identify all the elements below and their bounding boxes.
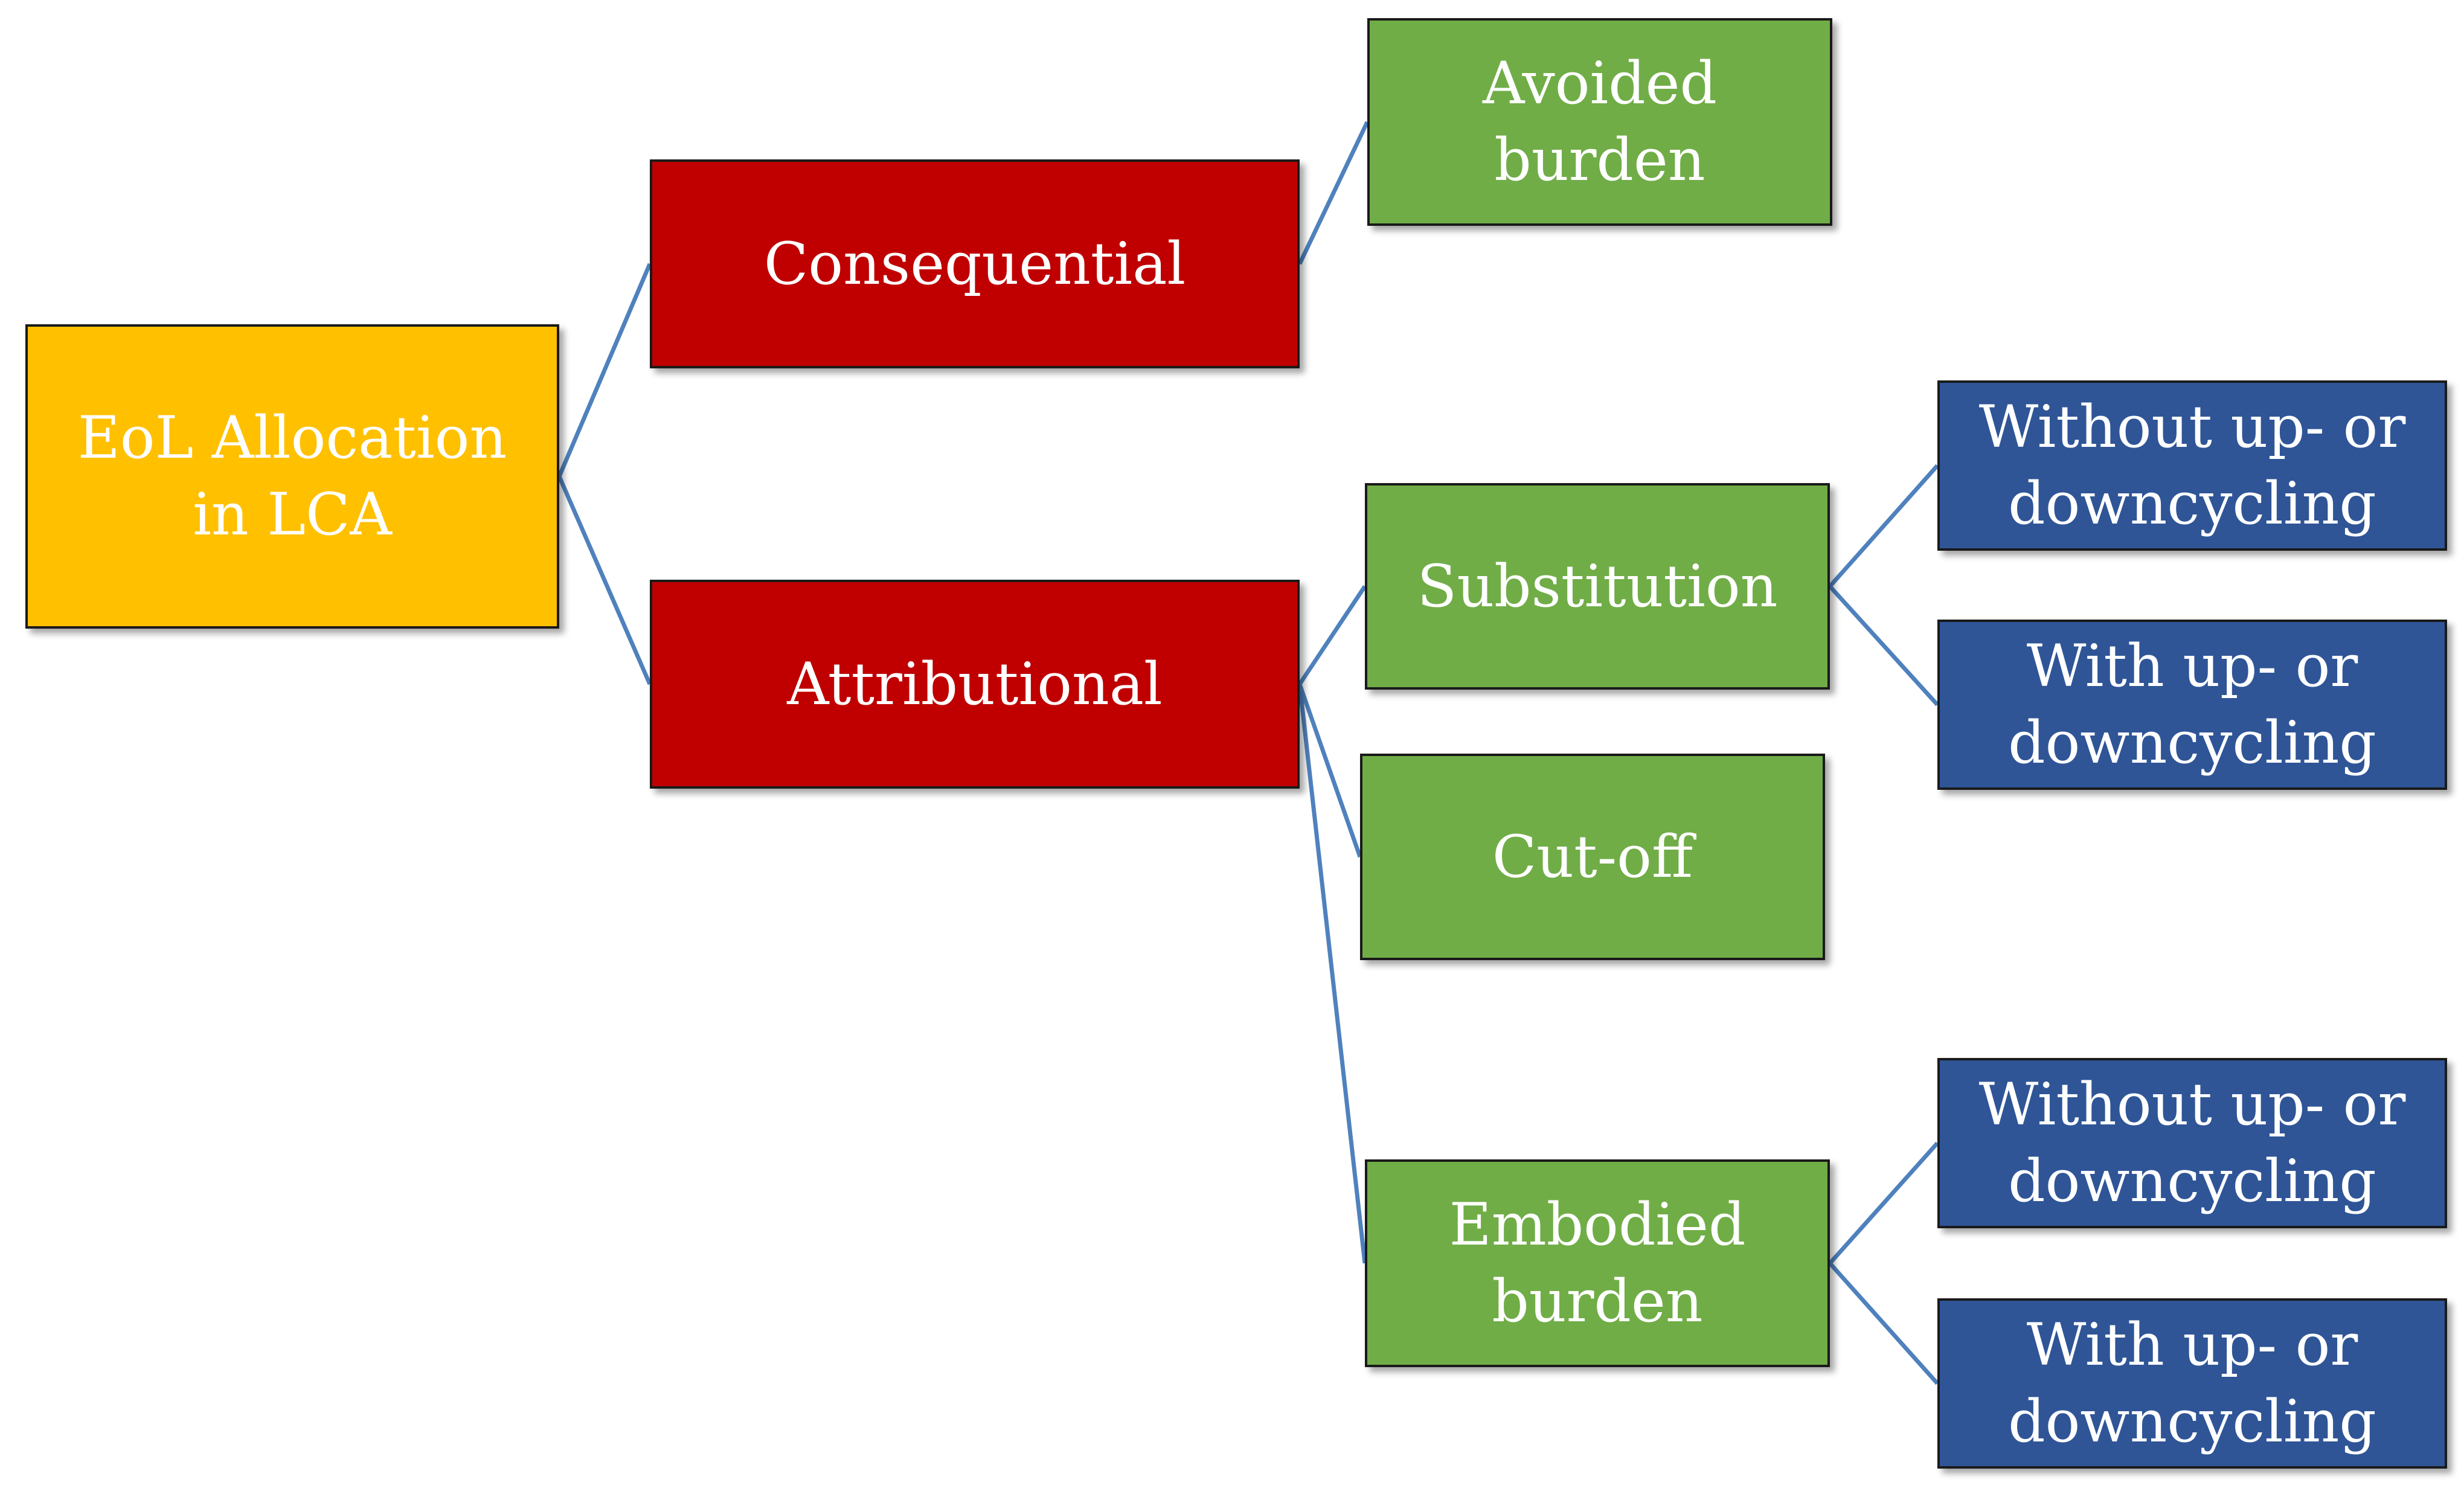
node-consequential: Consequential [650,159,1300,368]
node-substitution-without-cycling: Without up- or downcycling [1937,380,2447,551]
node-attributional-label: Attributional [787,650,1163,718]
node-embodied-without-cycling-label: Without up- or downcycling [1978,1071,2406,1215]
node-embodied-burden-label: Embodied burden [1449,1191,1746,1335]
node-substitution-with-cycling-label: With up- or downcycling [2008,632,2376,777]
connector-root-to-attributional [557,475,652,685]
connector-embodied_burden-to-embodied_with [1828,1261,1939,1385]
connector-embodied_burden-to-embodied_without [1828,1141,1939,1265]
connector-substitution-to-substitution_with [1828,585,1939,707]
node-substitution-label: Substitution [1417,552,1778,620]
node-cut-off-label: Cut-off [1492,822,1693,891]
node-substitution: Substitution [1365,483,1830,690]
node-substitution-with-cycling: With up- or downcycling [1937,620,2447,790]
node-attributional: Attributional [650,580,1300,789]
node-consequential-label: Consequential [763,229,1186,298]
node-embodied-without-cycling: Without up- or downcycling [1937,1058,2447,1228]
node-embodied-with-cycling: With up- or downcycling [1937,1298,2447,1469]
node-avoided-burden-label: Avoided burden [1483,50,1717,194]
connector-attributional-to-cut_off [1297,683,1362,858]
node-avoided-burden: Avoided burden [1367,18,1832,226]
node-embodied-burden: Embodied burden [1365,1159,1830,1367]
connector-root-to-consequential [557,263,652,478]
node-embodied-with-cycling-label: With up- or downcycling [2008,1311,2376,1455]
root-node-label: EoL Allocation in LCA [77,404,507,548]
node-cut-off: Cut-off [1360,754,1825,960]
connector-attributional-to-embodied_burden [1297,684,1367,1264]
connector-substitution-to-substitution_without [1828,464,1939,588]
root-node-eol-allocation: EoL Allocation in LCA [25,324,559,629]
connector-attributional-to-substitution [1298,585,1367,685]
node-substitution-without-cycling-label: Without up- or downcycling [1978,393,2406,537]
connector-consequential-to-avoided_burden [1297,121,1370,265]
